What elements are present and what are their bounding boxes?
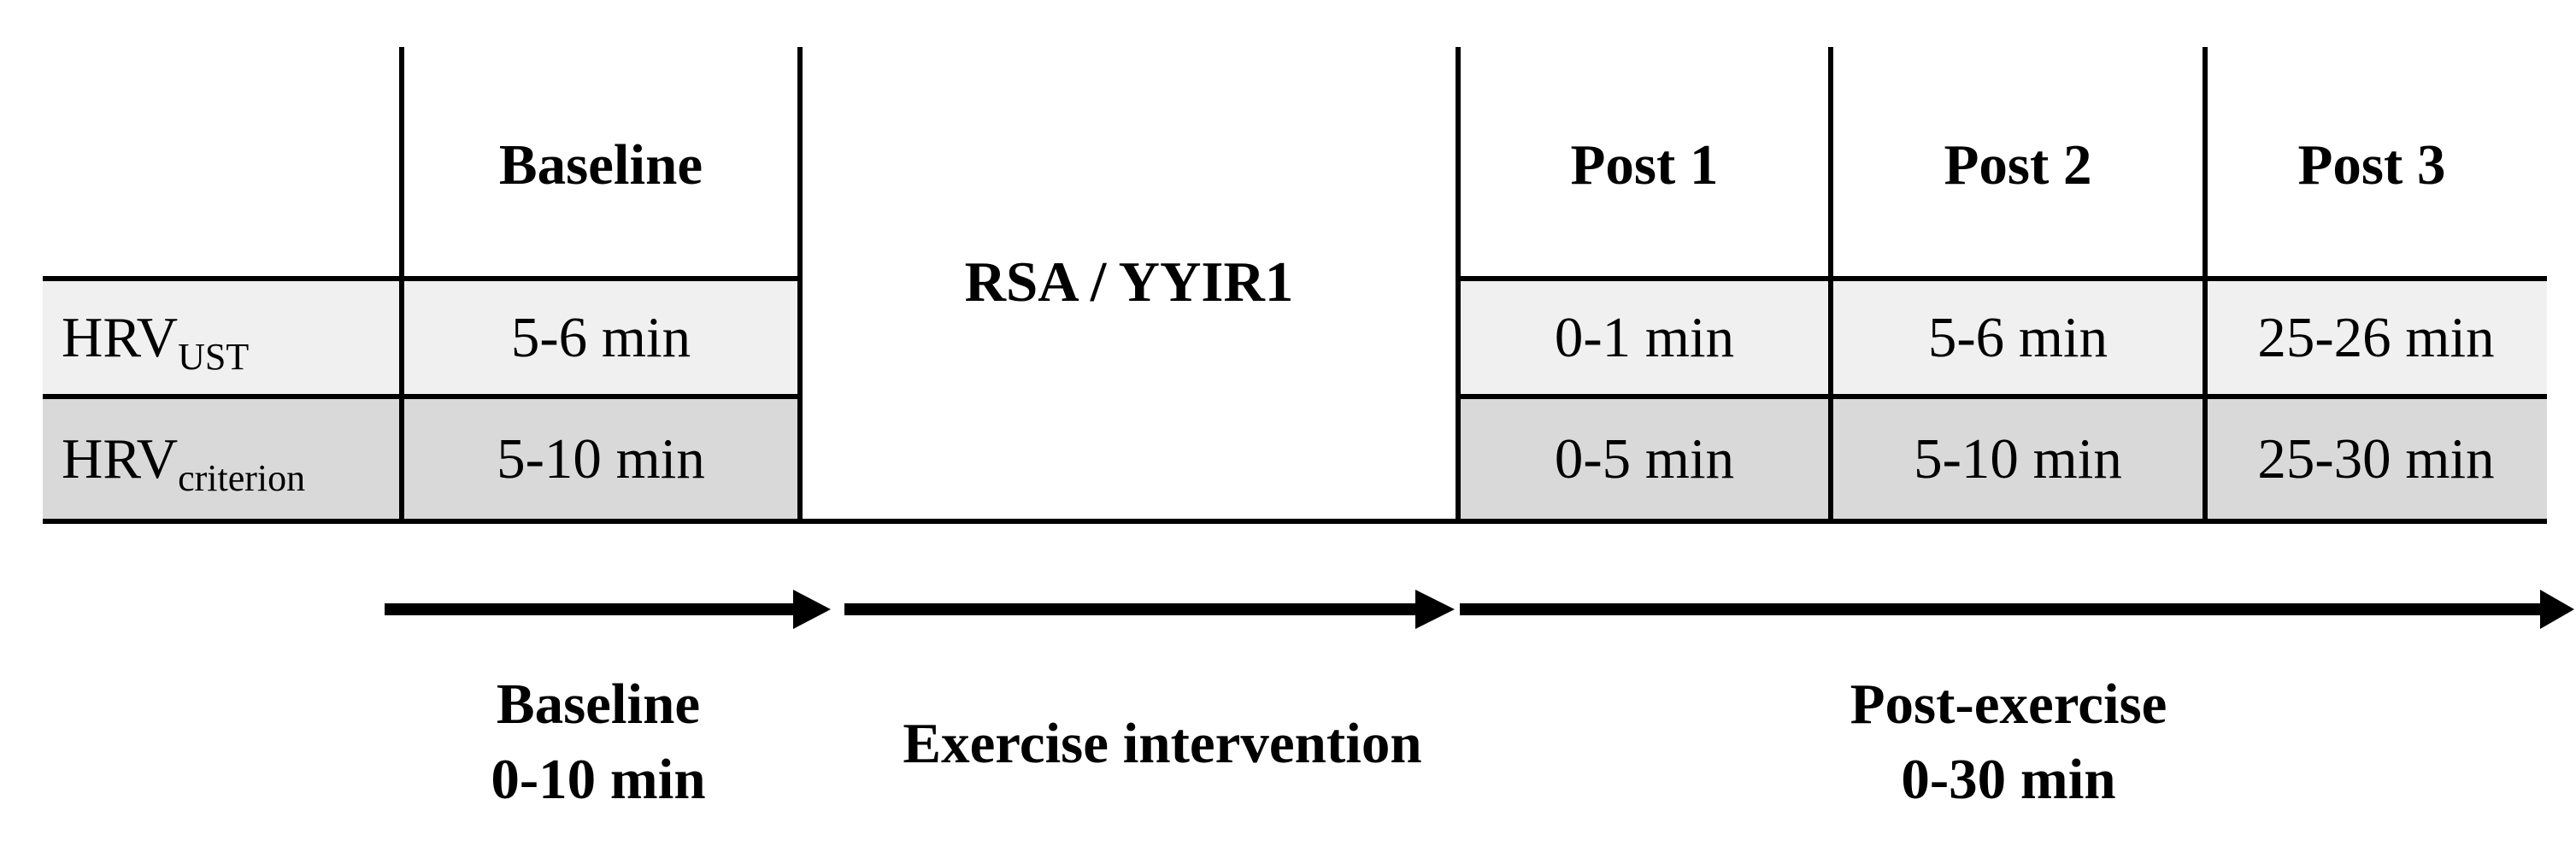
table-divider (2203, 47, 2208, 521)
table-divider (1828, 47, 1833, 521)
phase-post-label: Post-exercise 0-30 min (1735, 667, 2282, 817)
table-rule-mid (43, 394, 800, 399)
header-post3: Post 3 (2297, 132, 2446, 197)
cell-ust-post2: 5-6 min (1831, 279, 2205, 397)
cell-ust-post1: 0-1 min (1458, 279, 1831, 397)
table-rule-top (1458, 276, 2547, 281)
row-label-sub: UST (178, 335, 250, 378)
baseline-arrow (385, 590, 831, 629)
table-rule-mid (1458, 394, 2547, 399)
table-divider (399, 47, 404, 521)
cell-criterion-baseline: 5-10 min (402, 397, 800, 521)
header-post2: Post 2 (1944, 132, 2092, 197)
timeline-arrows (385, 590, 2574, 629)
row-label-main: HRV (62, 305, 179, 369)
phase-post-line2: 0-30 min (1901, 748, 2116, 811)
cell-criterion-post1: 0-5 min (1458, 397, 1831, 521)
post-exercise-arrow (1460, 590, 2574, 629)
cell-criterion-post3: 25-30 min (2205, 397, 2547, 521)
phase-post-line1: Post-exercise (1850, 673, 2167, 736)
phase-baseline-line2: 0-10 min (491, 748, 706, 811)
phase-baseline-line1: Baseline (496, 673, 701, 736)
table-divider (797, 47, 803, 521)
header-post1: Post 1 (1570, 132, 1719, 197)
phase-baseline-label: Baseline 0-10 min (402, 667, 795, 817)
row-label-sub: criterion (178, 456, 306, 499)
exercise-arrow (844, 590, 1455, 629)
phase-exercise-label: Exercise intervention (820, 706, 1504, 781)
table-rule-top (43, 276, 402, 281)
phase-exercise-line1: Exercise intervention (903, 712, 1422, 775)
row-label-main: HRV (62, 426, 179, 491)
cell-ust-post3: 25-26 min (2205, 279, 2547, 397)
table-rule-top (402, 276, 800, 281)
header-baseline: Baseline (498, 132, 703, 197)
cell-ust-baseline: 5-6 min (402, 279, 800, 397)
header-intervention: RSA / YYIR1 (964, 250, 1294, 314)
table-divider (1456, 47, 1461, 521)
cell-criterion-post2: 5-10 min (1831, 397, 2205, 521)
table-rule-bottom (43, 519, 2547, 524)
